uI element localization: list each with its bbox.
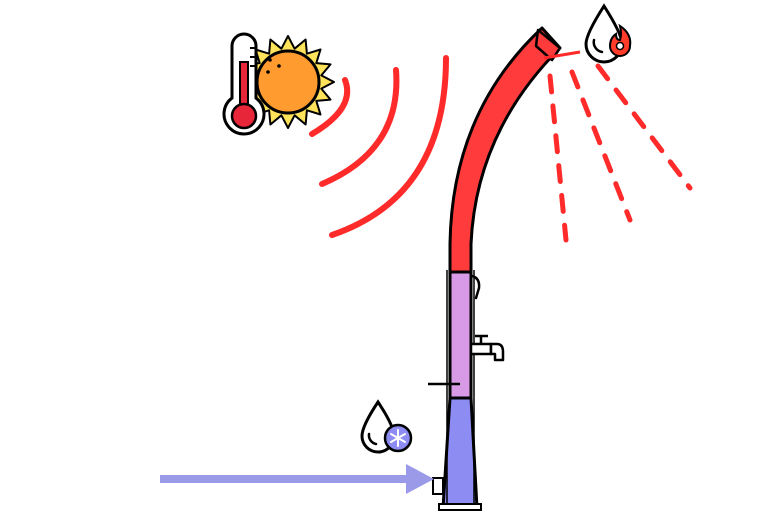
heat-wave-2 [319,67,400,187]
solar-heat-waves [309,55,449,238]
valve-handle [470,274,481,300]
hot-water-drop-icon [584,3,632,64]
heat-wave-1 [309,77,351,137]
hot-pipe-section [448,26,562,274]
shower-pipe [428,26,562,511]
cold-water-inlet-arrow [160,464,434,494]
inlet-connector [432,477,444,495]
sun-icon [241,35,335,129]
shower-head [534,28,581,62]
cold-water-drop-icon [360,399,413,454]
warm-pipe-section [448,270,473,400]
cold-pipe-section [441,396,479,510]
spray-line-2 [569,69,633,223]
pipe-base [438,503,482,511]
spray-line-3 [595,63,693,191]
faucet-icon [469,334,505,362]
heat-wave-3 [329,55,449,238]
water-spray [547,63,693,243]
thermometer-icon [222,32,266,136]
spray-line-1 [547,73,569,243]
